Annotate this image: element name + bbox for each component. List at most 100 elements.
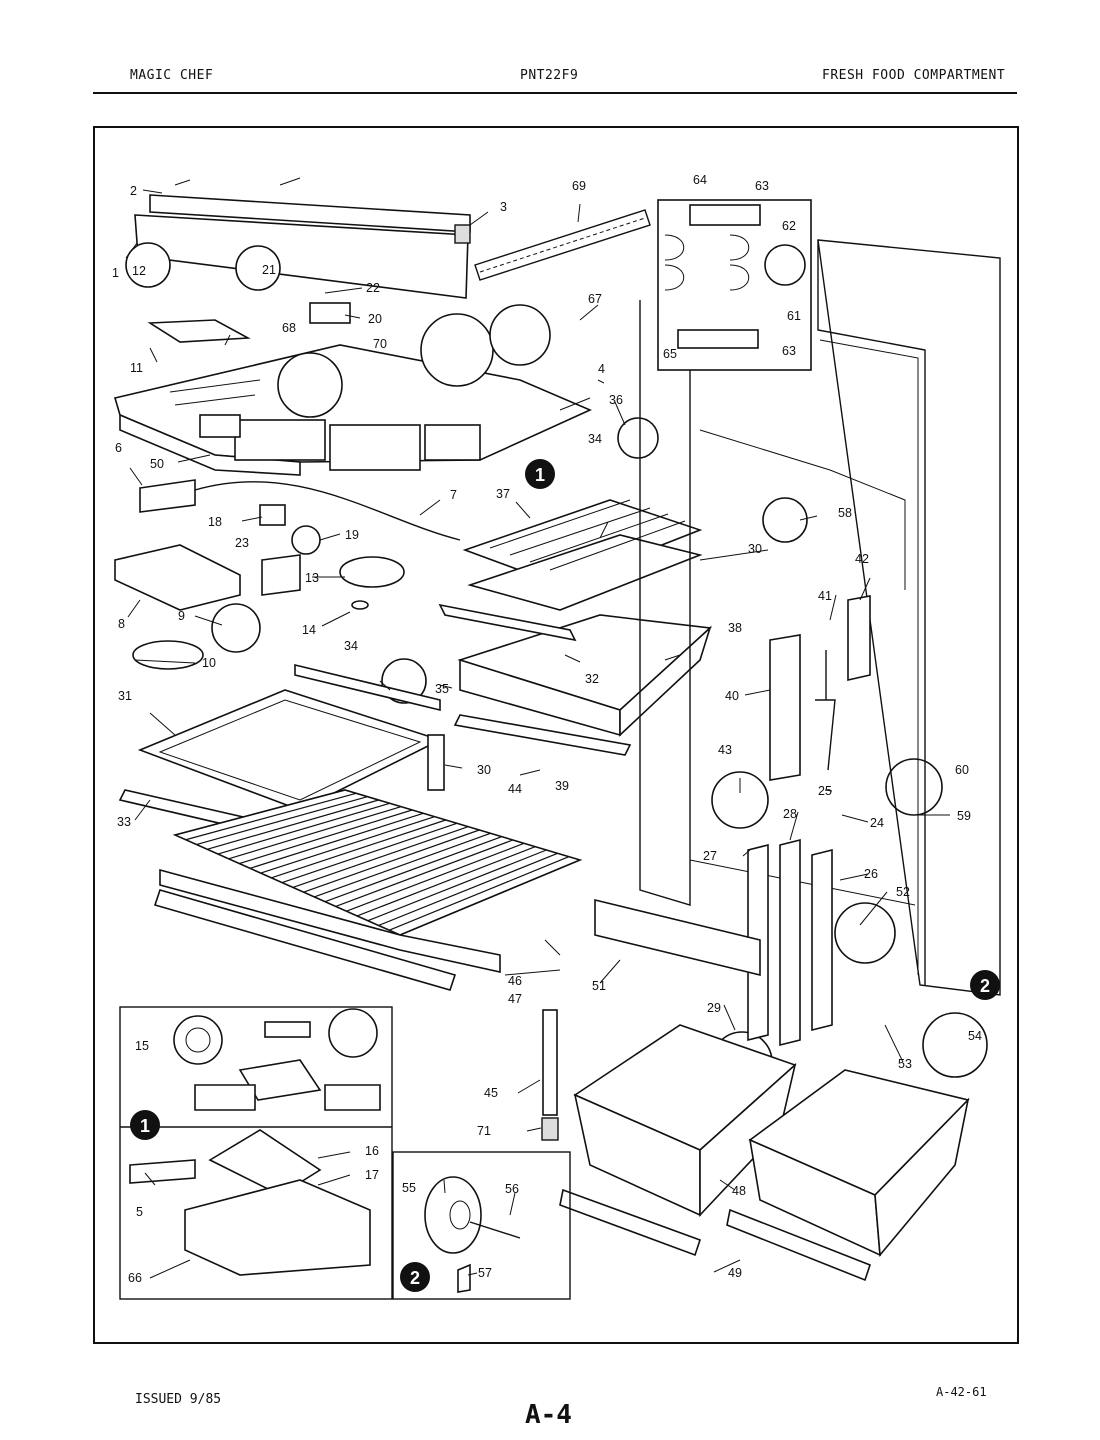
crisper-rib (206, 799, 379, 850)
part-label-37: 37 (496, 487, 510, 501)
kickplate-part (594, 898, 761, 977)
part-label-30b: 30 (477, 763, 491, 777)
part-label-1: 1 (112, 266, 119, 280)
part-label-64: 64 (693, 173, 707, 187)
part-label-32: 32 (585, 672, 599, 686)
upper-shelf-part (462, 499, 703, 611)
part-label-21: 21 (262, 263, 276, 277)
part-label-7: 7 (450, 488, 457, 502)
header-brand: MAGIC CHEF (130, 68, 214, 83)
part-label-18: 18 (208, 515, 222, 529)
page-number: A-4 (525, 1400, 572, 1430)
document-code: A-42-61 (936, 1385, 987, 1399)
part-label-70: 70 (373, 337, 387, 351)
inset-box-1 (119, 1006, 393, 1300)
part-label-63b: 63 (782, 344, 796, 358)
crisper-drawers-part (559, 1024, 970, 1282)
crisper-rib (228, 806, 402, 860)
part-label-52: 52 (896, 885, 910, 899)
svg-text:2: 2 (410, 1268, 420, 1288)
part-label-17: 17 (365, 1168, 379, 1182)
tube-part (541, 1009, 559, 1141)
part-label-6: 6 (115, 441, 122, 455)
callout-1: 1 (525, 459, 555, 489)
part-label-34b: 34 (344, 639, 358, 653)
crisper-rib (367, 849, 547, 922)
crisper-rib (314, 832, 491, 898)
part-label-24: 24 (870, 816, 884, 830)
crisper-rib (281, 822, 458, 884)
crisper-rib (378, 852, 558, 927)
part-label-71: 71 (477, 1124, 491, 1138)
crisper-rib (389, 856, 570, 931)
part-label-11: 11 (130, 361, 143, 375)
part-label-43: 43 (718, 743, 732, 757)
cabinet-part (639, 239, 1001, 996)
part-labels: 2 3 1 12 21 22 69 64 63 62 61 63 65 67 2… (112, 173, 982, 1285)
part-label-22: 22 (366, 281, 380, 295)
part-label-27: 27 (703, 849, 717, 863)
part-label-3: 3 (500, 200, 507, 214)
part-label-58: 58 (838, 506, 852, 520)
light-switch-part (769, 595, 871, 781)
part-label-13: 13 (305, 571, 319, 585)
leader-lines (125, 189, 950, 1279)
callout-1-inset: 1 (130, 1110, 160, 1140)
part-label-31: 31 (118, 689, 132, 703)
part-label-57: 57 (478, 1266, 492, 1280)
svg-text:1: 1 (535, 465, 545, 485)
part-label-53: 53 (898, 1057, 912, 1071)
small-parts-left (114, 302, 461, 670)
crisper-cover-part (159, 789, 583, 973)
part-label-45: 45 (484, 1086, 498, 1100)
part-label-65: 65 (663, 347, 677, 361)
part-label-9: 9 (178, 609, 185, 623)
part-label-51: 51 (592, 979, 606, 993)
crisper-rib (292, 826, 469, 888)
crisper-rib (346, 842, 525, 912)
part-label-39: 39 (555, 779, 569, 793)
part-label-33: 33 (117, 815, 131, 829)
part-label-19: 19 (345, 528, 359, 542)
crisper-rib (174, 789, 346, 836)
crisper-rib (324, 836, 502, 903)
part-label-12: 12 (132, 264, 146, 278)
svg-text:1: 1 (140, 1116, 150, 1136)
crisper-rib (399, 859, 581, 936)
part-label-67: 67 (588, 292, 602, 306)
crisper-rib (271, 819, 446, 879)
header-rule (93, 92, 1017, 94)
shelf-ladders-part (747, 838, 833, 1047)
part-label-69: 69 (572, 179, 586, 193)
header-section: FRESH FOOD COMPARTMENT (822, 68, 1006, 83)
part-label-60: 60 (955, 763, 969, 777)
rail-46-part (153, 889, 457, 991)
part-label-54: 54 (968, 1029, 982, 1043)
crisper-rib (249, 812, 424, 869)
part-label-62: 62 (782, 219, 796, 233)
diagram-frame (93, 126, 1019, 1344)
callout-2: 2 (970, 970, 1000, 1000)
part-label-42: 42 (855, 552, 869, 566)
part-label-68: 68 (282, 321, 296, 335)
crisper-rib (239, 809, 413, 865)
part-label-66: 66 (128, 1271, 142, 1285)
svg-text:2: 2 (980, 976, 990, 996)
callout-2-inset: 2 (400, 1262, 430, 1292)
part-label-34a: 34 (588, 432, 602, 446)
part-label-44: 44 (508, 782, 522, 796)
part-label-59: 59 (957, 809, 971, 823)
crisper-rib (185, 792, 357, 841)
meat-pan-part (438, 603, 712, 737)
part-label-25: 25 (818, 784, 832, 798)
part-label-41: 41 (818, 589, 832, 603)
light-chain-part (474, 209, 651, 281)
part-label-5: 5 (136, 1205, 143, 1219)
part-label-2: 2 (130, 184, 137, 198)
part-label-14: 14 (302, 623, 316, 637)
part-label-49: 49 (728, 1266, 742, 1280)
crisper-rib (196, 796, 368, 846)
part-label-20: 20 (368, 312, 382, 326)
crisper-rib (260, 816, 435, 874)
